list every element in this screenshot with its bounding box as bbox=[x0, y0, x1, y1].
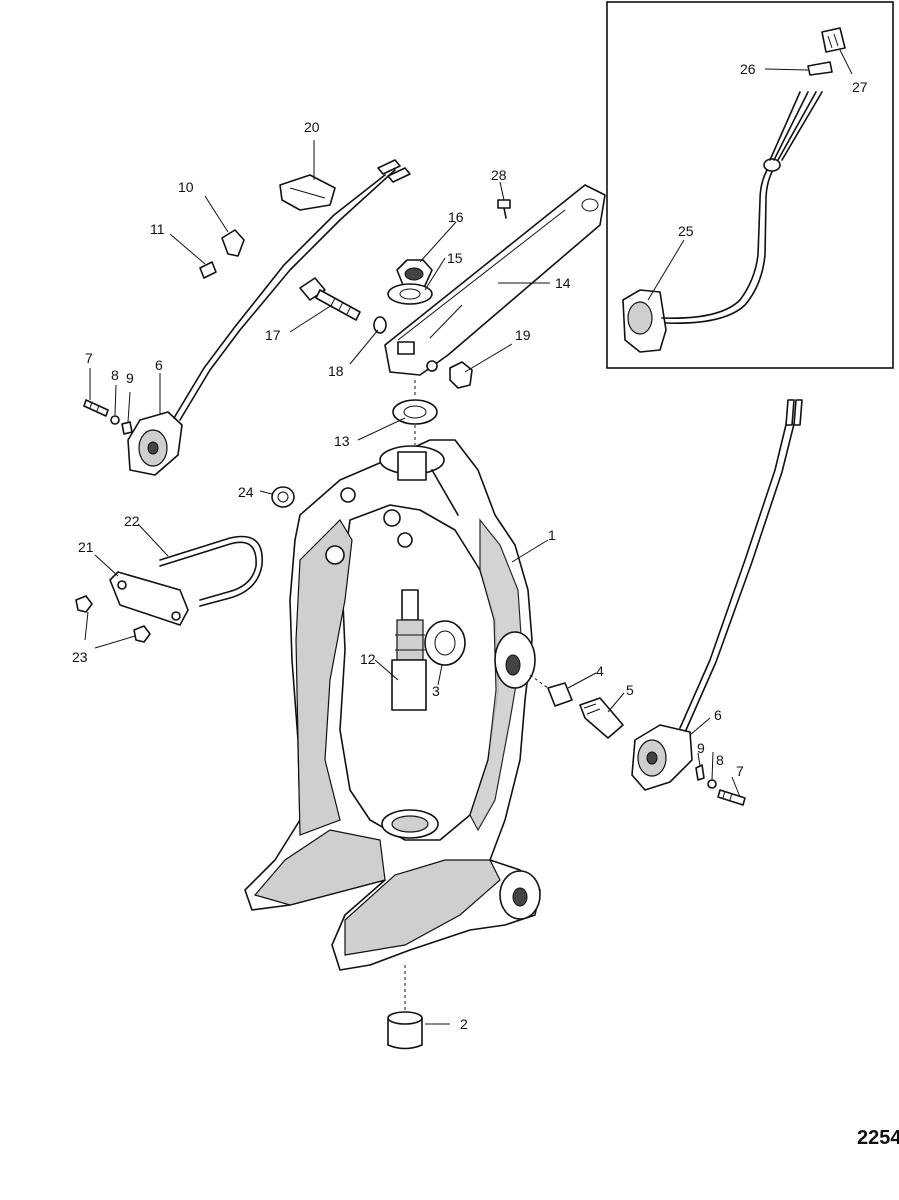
callout-28: 28 bbox=[491, 167, 507, 183]
callout-20: 20 bbox=[304, 119, 320, 135]
callout-26: 26 bbox=[740, 61, 756, 77]
nut-part-23a bbox=[75, 595, 93, 613]
screw-washers-left bbox=[83, 399, 133, 435]
callout-21: 21 bbox=[78, 539, 94, 555]
figure-number: 2254 bbox=[857, 1127, 899, 1149]
callout-10: 10 bbox=[178, 179, 194, 195]
callout-6-left: 6 bbox=[155, 357, 163, 373]
callout-13: 13 bbox=[334, 433, 350, 449]
callout-labels: 1 2 3 4 5 6 6 7 7 8 8 9 9 10 11 12 13 14… bbox=[72, 61, 868, 1032]
callout-22: 22 bbox=[124, 513, 140, 529]
wire-clip-part-20 bbox=[279, 174, 336, 211]
callout-24: 24 bbox=[238, 484, 254, 500]
callout-25: 25 bbox=[678, 223, 694, 239]
screw-part-11 bbox=[199, 261, 217, 279]
nut-part-23b bbox=[133, 625, 151, 643]
callout-12: 12 bbox=[360, 651, 376, 667]
leader-lines bbox=[84, 49, 853, 1025]
inset-trim-sender bbox=[622, 91, 823, 353]
terminal-part-26 bbox=[807, 61, 833, 76]
callout-2: 2 bbox=[460, 1016, 468, 1032]
callout-9-right: 9 bbox=[697, 740, 705, 756]
callout-18: 18 bbox=[328, 363, 344, 379]
steering-shaft bbox=[391, 589, 427, 711]
bolt-part-17 bbox=[299, 277, 361, 321]
callout-6-right: 6 bbox=[714, 707, 722, 723]
gimbal-housing bbox=[244, 439, 541, 971]
steering-arm bbox=[384, 184, 606, 376]
inset-detail-box bbox=[606, 1, 894, 369]
nut-part-19 bbox=[449, 361, 473, 389]
callout-16: 16 bbox=[448, 209, 464, 225]
callout-3: 3 bbox=[432, 683, 440, 699]
callout-11: 11 bbox=[150, 221, 165, 237]
nut-part-16 bbox=[396, 259, 433, 291]
callout-23: 23 bbox=[72, 649, 88, 665]
washer-part-18 bbox=[373, 316, 387, 334]
washer-part-15 bbox=[387, 283, 433, 305]
bushing-part-4 bbox=[547, 682, 573, 707]
callout-1: 1 bbox=[548, 527, 556, 543]
retainer-part-24 bbox=[271, 486, 295, 508]
callout-14: 14 bbox=[555, 275, 571, 291]
connector-part-27 bbox=[821, 27, 846, 53]
callout-5: 5 bbox=[626, 682, 634, 698]
callout-9-left: 9 bbox=[126, 370, 134, 386]
plate-part-21 bbox=[109, 571, 189, 626]
screw-part-28 bbox=[497, 199, 511, 219]
trim-sender-right bbox=[631, 399, 803, 791]
u-bolt-part-22 bbox=[159, 535, 263, 607]
callout-4: 4 bbox=[596, 663, 604, 679]
callout-27: 27 bbox=[852, 79, 868, 95]
pivot-pin-part-5 bbox=[579, 697, 624, 739]
callout-8-right: 8 bbox=[716, 752, 724, 768]
callout-7-left: 7 bbox=[85, 350, 93, 366]
callout-17: 17 bbox=[265, 327, 281, 343]
bushing-part-2 bbox=[387, 965, 423, 1050]
callout-19: 19 bbox=[515, 327, 531, 343]
callout-8-left: 8 bbox=[111, 367, 119, 383]
callout-15: 15 bbox=[447, 250, 463, 266]
screw-washers-right bbox=[695, 764, 746, 806]
callout-7-right: 7 bbox=[736, 763, 744, 779]
clamp-part-10 bbox=[221, 229, 245, 257]
trim-sender-left bbox=[127, 159, 411, 476]
washer-part-3 bbox=[424, 620, 466, 666]
